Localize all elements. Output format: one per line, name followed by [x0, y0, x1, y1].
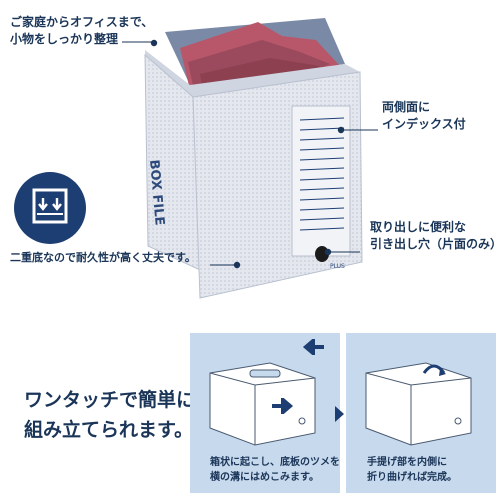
pull-hole	[315, 246, 329, 262]
step-2-panel	[346, 333, 496, 493]
callout-double-bottom: 二重底なので耐久性が高く丈夫です。	[10, 251, 196, 264]
assembly-headline: ワンタッチで簡単に 組み立てられます。	[24, 385, 195, 445]
callout-line: ご家庭からオフィスまで、	[10, 15, 154, 29]
box-brand: PLUS	[330, 263, 345, 270]
headline-line: ワンタッチで簡単に	[24, 389, 196, 411]
headline-line: 組み立てられます。	[24, 419, 194, 441]
caption-line: 折り曲げれば完成。	[367, 472, 457, 483]
callout-line: 取り出しに便利な	[370, 220, 467, 234]
double-bottom-icon	[14, 172, 86, 244]
caption-line: 手提げ部を内側に	[367, 457, 447, 468]
callout-line: 小物をしっかり整理	[10, 32, 119, 46]
arrow-right-icon	[270, 395, 294, 418]
step-2-caption: 手提げ部を内側に 折り曲げれば完成。	[367, 455, 457, 485]
callout-line: 引き出し穴（片面のみ）	[370, 237, 500, 251]
callout-pull-hole: 取り出しに便利な 引き出し穴（片面のみ）	[370, 219, 500, 253]
step-1-panel	[190, 333, 340, 493]
callout-index: 両側面に インデックス付	[382, 99, 466, 133]
callout-general-use: ご家庭からオフィスまで、 小物をしっかり整理	[10, 14, 153, 48]
callout-line: インデックス付	[382, 117, 466, 131]
caption-line: 横の溝にはめこみます。	[210, 472, 319, 483]
callout-line: 両側面に	[382, 100, 431, 114]
step-1-caption: 箱状に起こし、底板のツメを 横の溝にはめこみます。	[210, 455, 340, 485]
arrow-left-icon	[302, 336, 326, 359]
box-title: BOX FILE	[146, 159, 167, 226]
box-file-illustration: BOX FILE PLUS	[122, 18, 378, 299]
index-lines	[299, 117, 345, 231]
caption-line: 箱状に起こし、底板のツメを	[210, 457, 340, 468]
